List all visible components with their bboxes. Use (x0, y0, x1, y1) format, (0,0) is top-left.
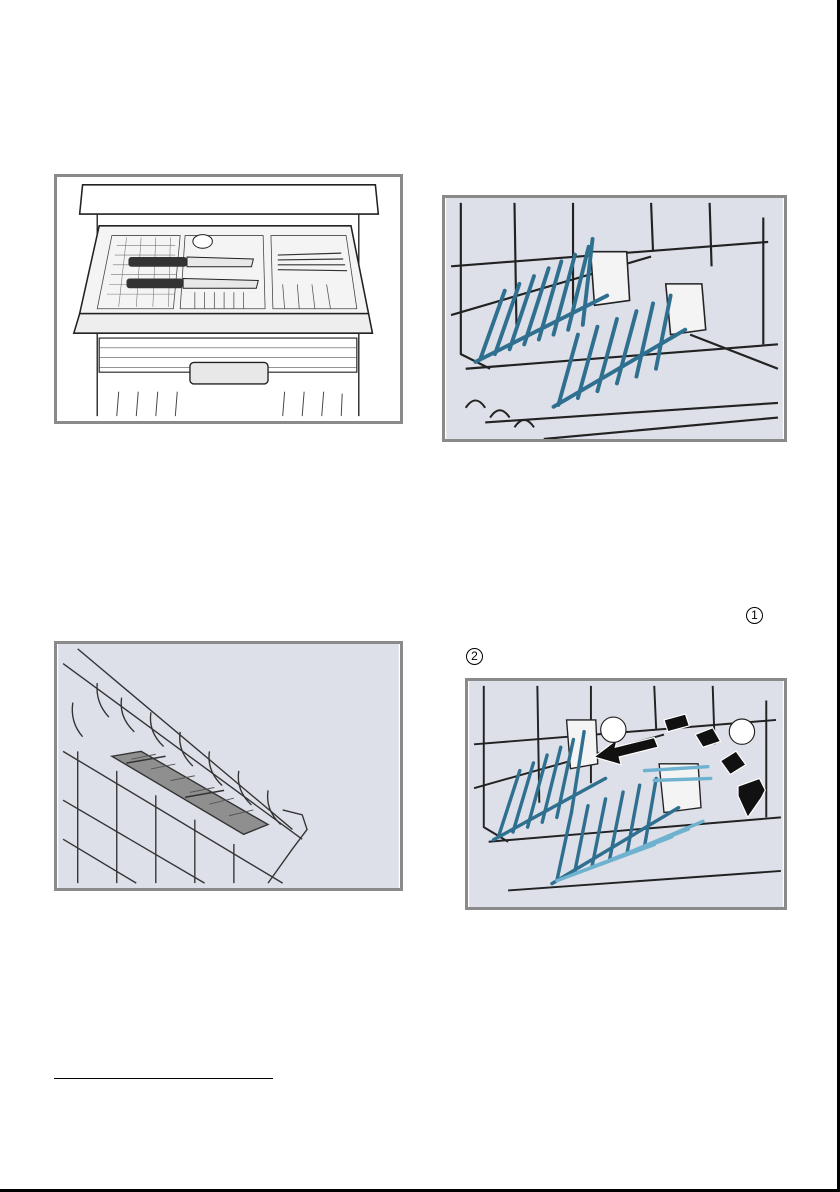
figure-plate-rack (442, 195, 787, 442)
figure-knife-shelf (54, 641, 403, 891)
fold-tines-illustration (468, 681, 784, 907)
knife-shelf-illustration (57, 644, 400, 888)
cutlery-drawer-illustration (57, 177, 400, 421)
footnote-separator (54, 1078, 273, 1079)
figure-fold-tines (465, 678, 787, 910)
step-marker-1: 1 (746, 607, 763, 624)
plate-rack-illustration (445, 198, 784, 439)
step-marker-2: 2 (466, 648, 483, 665)
figure-cutlery-drawer (54, 174, 403, 424)
